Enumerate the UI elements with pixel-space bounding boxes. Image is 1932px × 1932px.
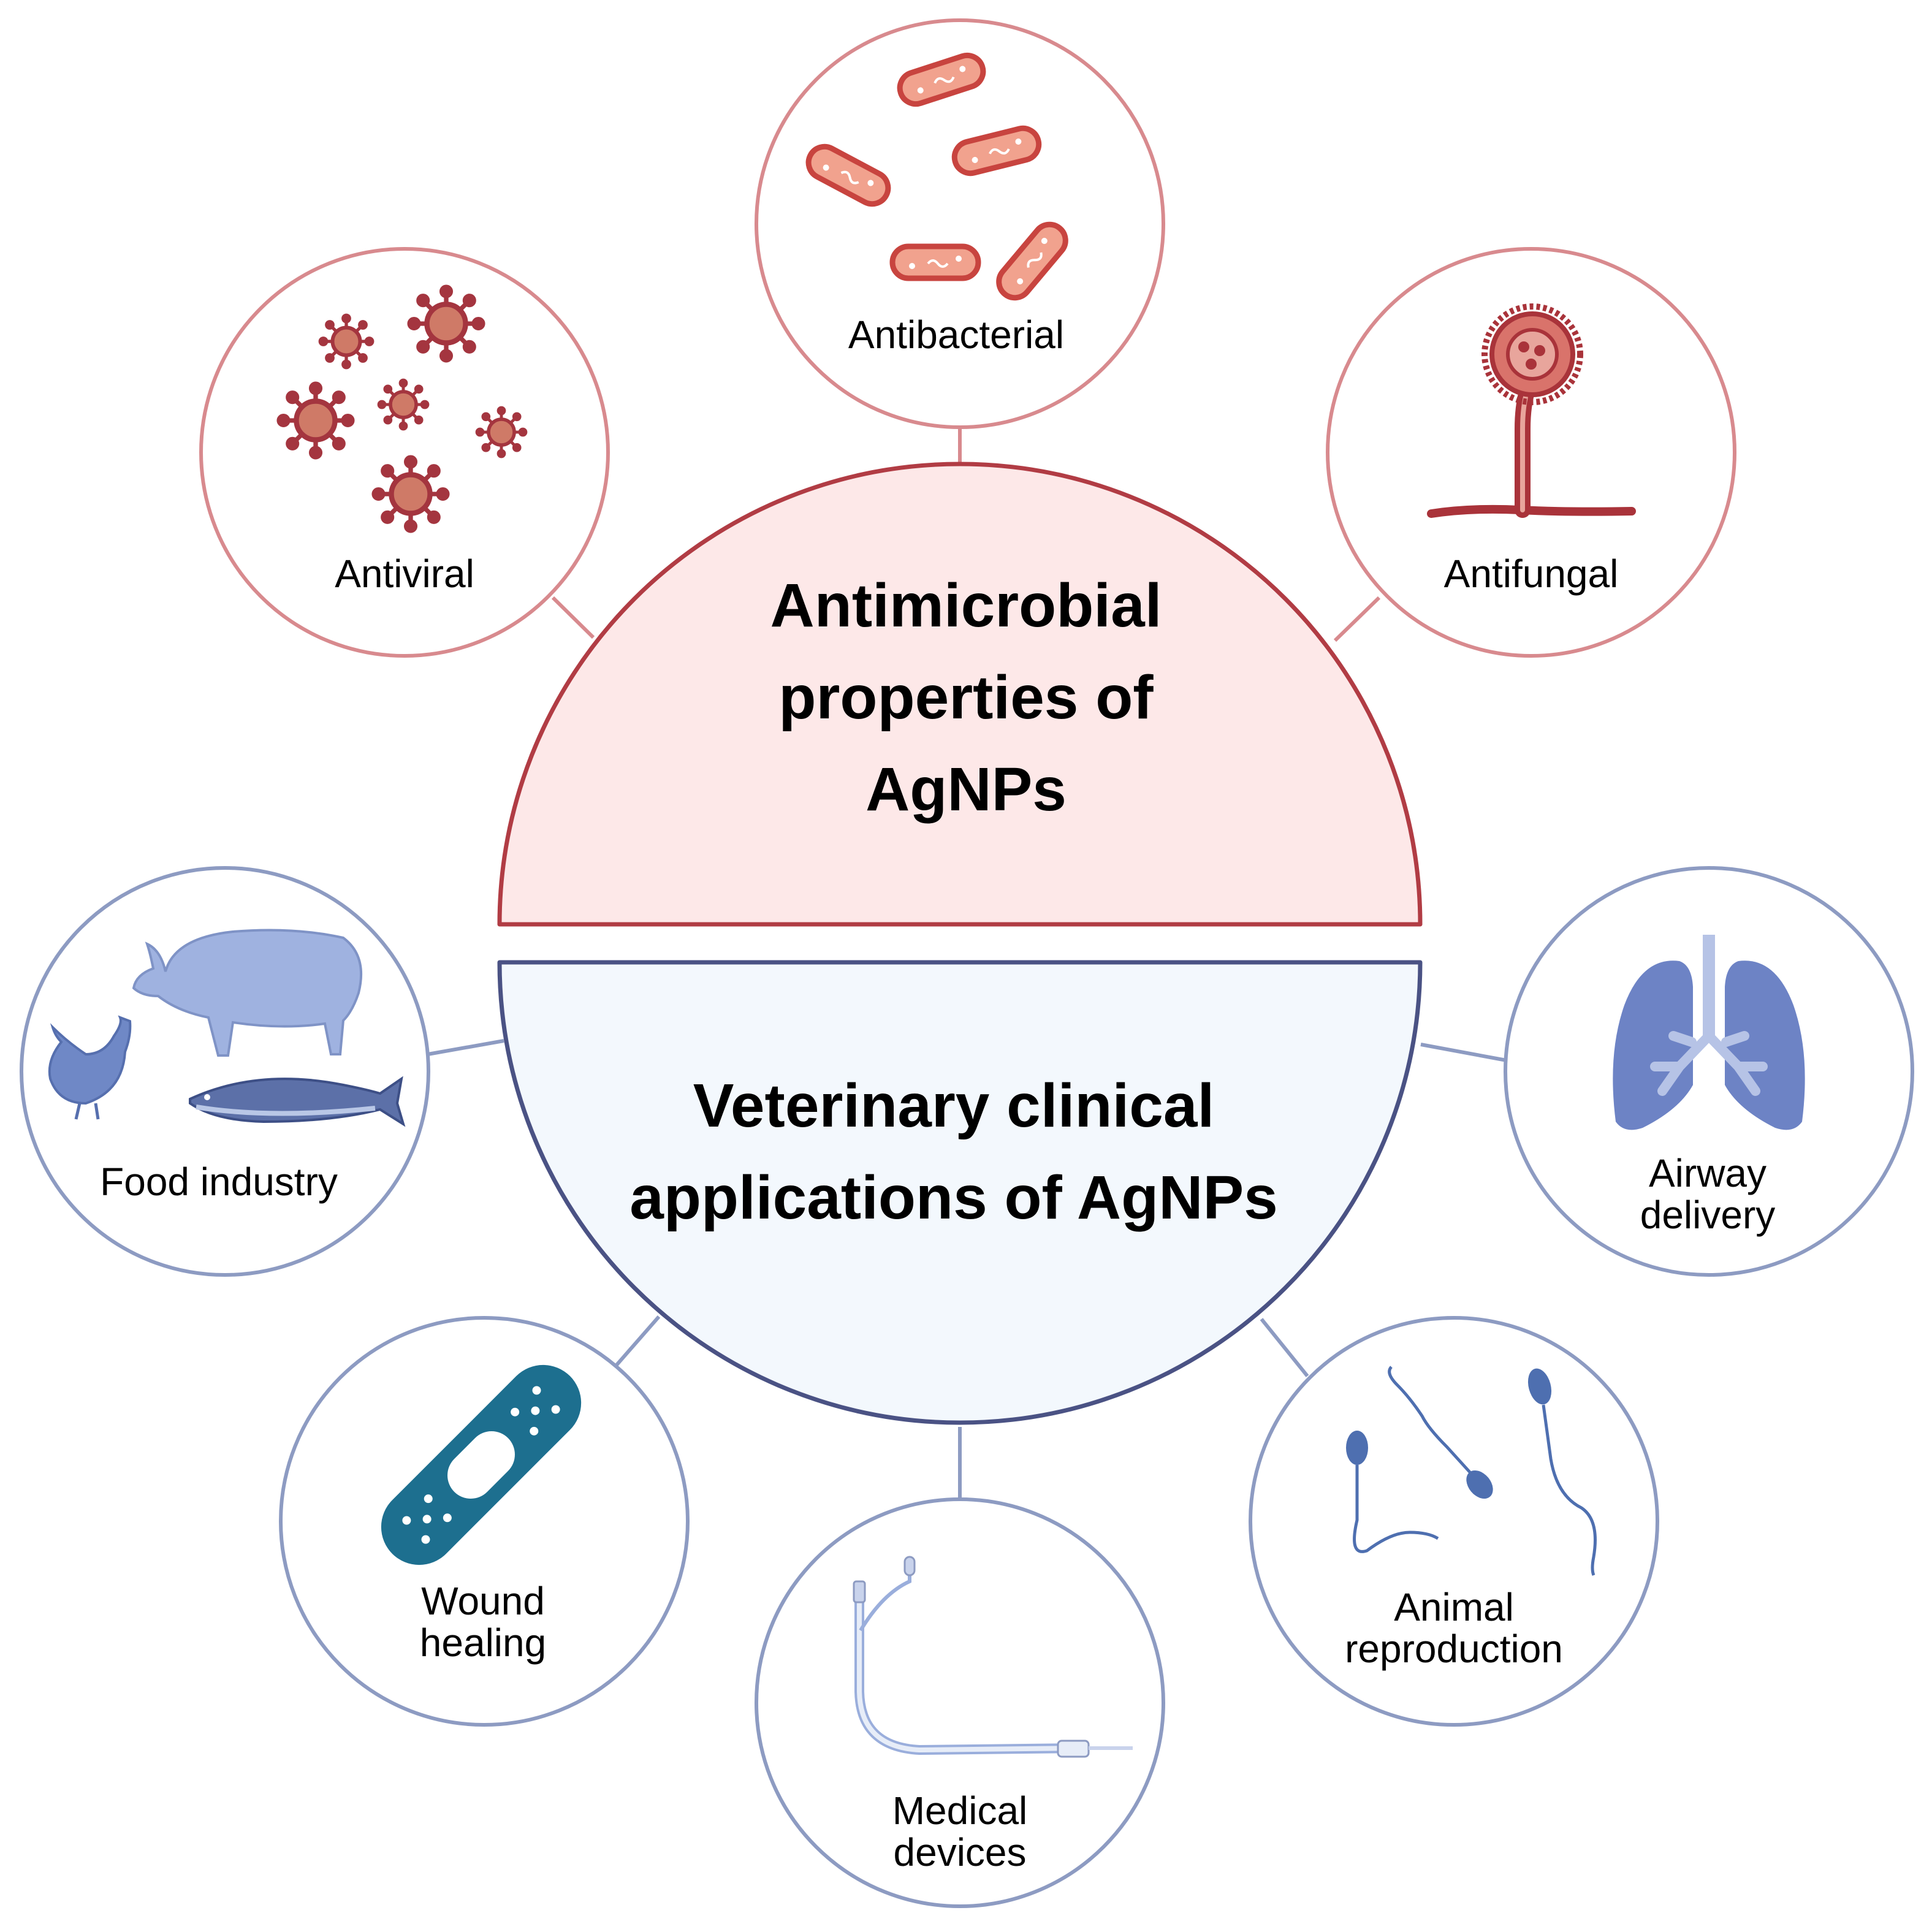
connector-lines bbox=[427, 428, 1507, 1502]
node-animal-reproduction-circle bbox=[1249, 1316, 1659, 1727]
antifungal-label: Antifungal bbox=[1444, 552, 1619, 596]
node-wound-healing-circle bbox=[279, 1316, 690, 1727]
node-antibacterial-circle bbox=[755, 18, 1165, 429]
bandage-icon bbox=[381, 1364, 582, 1565]
top-title-line-3: AgNPs bbox=[865, 755, 1067, 824]
bottom-title: Veterinary clinical applications of AgNP… bbox=[629, 1071, 1278, 1232]
node-airway-delivery-circle bbox=[1504, 866, 1914, 1277]
node-antiviral: Antiviral bbox=[199, 247, 610, 658]
antibacterial-label: Antibacterial bbox=[848, 313, 1064, 357]
pig-icon bbox=[132, 929, 363, 1057]
animal-reproduction-label-line-2: reproduction bbox=[1345, 1627, 1563, 1671]
catheter-icon bbox=[853, 1556, 1133, 1758]
connector-antiviral bbox=[551, 596, 595, 639]
fungus-icon bbox=[1427, 303, 1636, 518]
top-semicircle bbox=[497, 462, 1423, 927]
food-industry-label: Food industry bbox=[100, 1160, 338, 1204]
top-title-line-2: properties of bbox=[778, 663, 1154, 732]
chicken-icon bbox=[48, 1015, 132, 1120]
node-medical-devices: Medical devices bbox=[755, 1497, 1165, 1908]
bottom-title-line-2: applications of AgNPs bbox=[629, 1163, 1278, 1232]
airway-delivery-label-line-1: Airway bbox=[1649, 1151, 1767, 1195]
node-antibacterial: Antibacterial bbox=[755, 18, 1165, 429]
connector-wound-healing bbox=[614, 1315, 661, 1367]
antiviral-label: Antiviral bbox=[335, 552, 474, 596]
wound-healing-label-line-2: healing bbox=[420, 1621, 546, 1665]
top-title: Antimicrobial properties of AgNPs bbox=[770, 571, 1162, 824]
node-animal-reproduction: Animal reproduction bbox=[1249, 1316, 1659, 1727]
connector-food-industry bbox=[427, 1039, 504, 1056]
node-antifungal-circle bbox=[1326, 247, 1736, 658]
medical-devices-label-line-2: devices bbox=[894, 1830, 1027, 1874]
bottom-semicircle bbox=[497, 960, 1423, 1425]
node-food-industry: Food industry bbox=[20, 866, 430, 1277]
wound-healing-label-line-1: Wound bbox=[421, 1579, 545, 1623]
fish-icon bbox=[189, 1076, 406, 1127]
node-wound-healing: Wound healing bbox=[279, 1316, 690, 1727]
top-title-line-1: Antimicrobial bbox=[770, 571, 1162, 640]
node-airway-delivery: Airway delivery bbox=[1504, 866, 1914, 1277]
airway-delivery-label-line-2: delivery bbox=[1640, 1193, 1776, 1237]
bottom-title-line-1: Veterinary clinical bbox=[693, 1071, 1215, 1140]
sperm-icon bbox=[1346, 1366, 1597, 1576]
connector-animal-reproduction bbox=[1260, 1318, 1309, 1377]
connector-antifungal bbox=[1333, 596, 1381, 642]
node-antiviral-circle bbox=[199, 247, 610, 658]
medical-devices-label-line-1: Medical bbox=[892, 1789, 1028, 1833]
animal-reproduction-label-line-1: Animal bbox=[1394, 1585, 1514, 1629]
node-antifungal: Antifungal bbox=[1326, 247, 1736, 658]
connector-airway-delivery bbox=[1420, 1043, 1507, 1062]
lungs-icon bbox=[1613, 935, 1805, 1130]
